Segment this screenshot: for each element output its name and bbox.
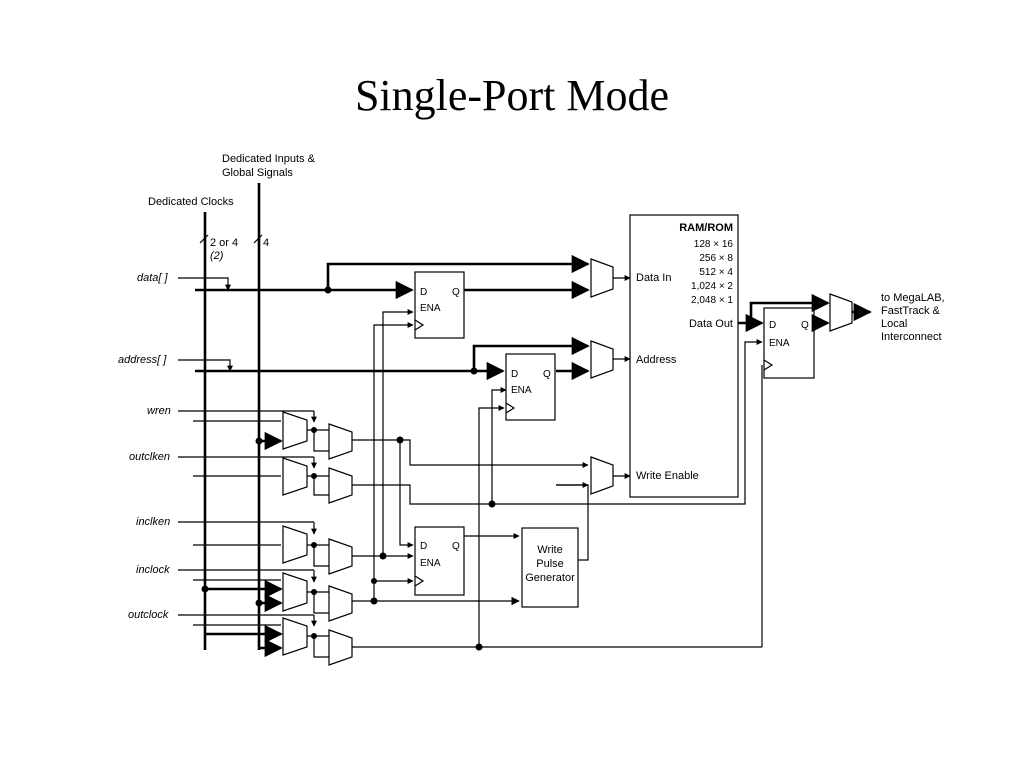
data-in-mux [590,258,614,298]
write-enable-mux [590,456,614,495]
ram-address-label: Address [636,354,677,366]
inclken-enable-mux [328,538,353,575]
outclken-to-addr-reg-ena [491,387,507,504]
inclock-to-data-reg-clk [373,322,414,601]
address-reg-d-label: D [511,369,518,380]
bus-width-note-label: (2) [210,250,224,262]
outclken-select-mux [282,457,308,496]
ram-rom-title: RAM/ROM [679,222,733,234]
data-reg-q-label: Q [452,287,460,298]
outclken-enable-mux [328,467,353,504]
address-reg-clock-symbol [505,402,516,414]
out-reg-clock-symbol [763,359,774,371]
output-register [763,307,815,379]
output-dest-line4: Interconnect [881,331,942,343]
wren-level-loop [313,430,329,452]
data-reg-clock-symbol [414,319,425,331]
dedicated-clocks-label: Dedicated Clocks [148,196,234,208]
page-title: Single-Port Mode [354,71,670,120]
ram-write-enable-label: Write Enable [636,470,699,482]
outclken-to-out-reg [492,339,763,505]
outclock-label: outclock [128,609,169,621]
write-pulse-generator [521,527,579,608]
outclock-to-addr-reg-clk [478,405,505,647]
data-reg-d-label: D [420,287,427,298]
ram-size-2048x1: 2,048 × 1 [691,295,733,306]
bus-width-inputs-label: 4 [263,237,269,249]
we-reg-ena-label: ENA [420,558,441,569]
data-reg-ena-label: ENA [420,303,441,314]
dedicated-inputs-label-line1: Dedicated Inputs & [222,153,316,165]
inclken-level-loop [313,545,329,567]
outclock-enable-mux [328,629,353,666]
we-reg-d-label: D [420,541,427,552]
data-junction [324,286,332,294]
ram-size-512x4: 512 × 4 [699,267,733,278]
ram-data-out-label: Data Out [689,318,733,330]
data-input-wire [178,277,231,291]
data-input-label: data[ ] [137,272,169,284]
pulse-gen-label-line1: Write [537,544,562,556]
wren-bus-junction [255,437,263,445]
wren-select-mux [282,411,308,450]
inclock-label: inclock [136,564,170,576]
inclock-level-loop [313,592,329,614]
output-mux [829,293,853,332]
pulse-gen-label-line3: Generator [525,572,575,584]
wren-label: wren [147,405,171,417]
ram-data-in-label: Data In [636,272,671,284]
inclken-select-mux [282,525,308,564]
inclken-to-data-reg-ena [382,309,414,556]
inclken-label: inclken [136,516,170,528]
bus-slash-clocks [199,234,209,244]
output-dest-line2: FastTrack & [881,305,941,317]
out-reg-d-label: D [769,320,776,331]
out-reg-ena-label: ENA [769,338,790,349]
inclock-select-mux [282,572,308,612]
ram-size-1024x2: 1,024 × 2 [691,281,733,292]
inclock-enable-mux [328,585,353,622]
address-reg-q-label: Q [543,369,551,380]
wren-enable-mux [328,423,353,460]
bus-width-clocks-label: 2 or 4 [210,237,238,249]
address-bypass-bus [472,336,590,371]
wren-to-we-reg [399,440,414,548]
address-input-label: address[ ] [118,354,167,366]
address-mux [590,340,614,379]
ram-size-256x8: 256 × 8 [699,253,733,264]
bus-slash-inputs [253,234,263,244]
data-out-junction [747,319,755,327]
write-enable-register [414,526,465,596]
address-reg-ena-label: ENA [511,385,532,396]
address-register [505,353,556,421]
output-dest-line1: to MegaLAB, [881,292,945,304]
we-reg-q-label: Q [452,541,460,552]
outclken-out-wire [352,484,492,505]
data-bypass-bus [326,254,590,290]
dedicated-inputs-label-line2: Global Signals [222,167,293,179]
data-register [414,271,465,339]
ram-size-128x16: 128 × 16 [694,239,734,250]
outclken-label: outclken [129,451,170,463]
wren-to-we-mux [400,439,589,468]
data-out-bypass-bus [749,293,830,323]
pulse-gen-label-line2: Pulse [536,558,564,570]
inclock-bus-junction [255,599,263,607]
outclken-level-loop [313,476,329,496]
outclock-select-mux [282,617,308,656]
ram-rom-block [629,214,739,498]
address-junction [470,367,478,375]
outclock-level-loop [313,636,329,658]
out-reg-q-label: Q [801,320,809,331]
we-reg-clock-symbol [414,575,425,587]
address-input-wire [178,359,233,372]
output-dest-line3: Local [881,318,907,330]
inclock-clock-junction [201,585,209,593]
